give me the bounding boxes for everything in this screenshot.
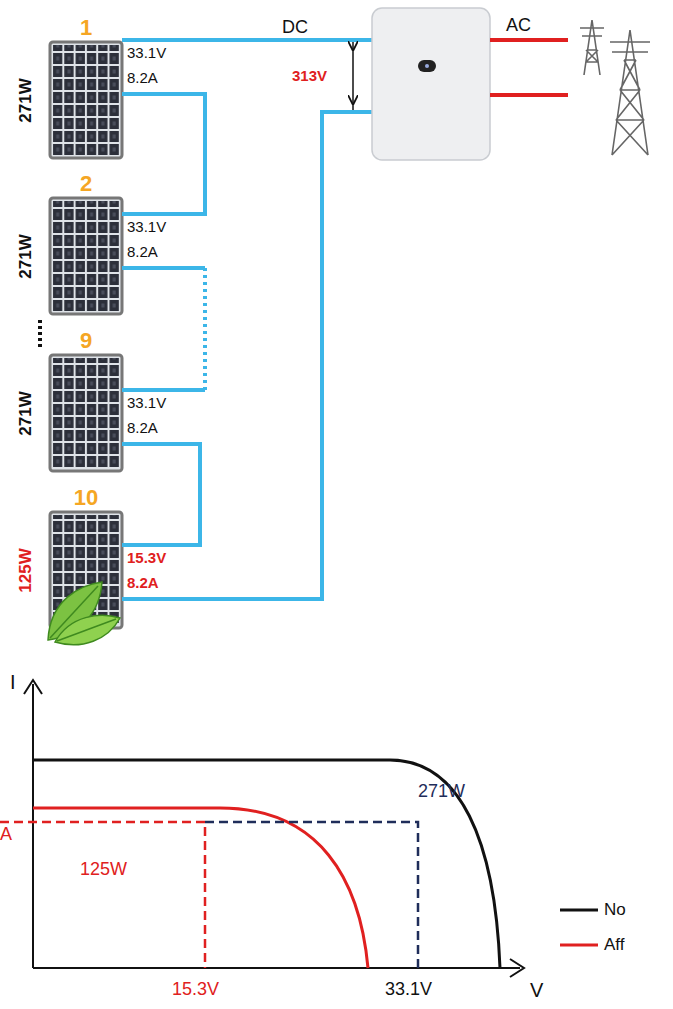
voltage-arrow [352,104,354,110]
ac-wire [490,93,568,97]
ac-wire [490,38,568,42]
normal-curve [33,760,500,968]
panel-power: 271W [17,391,34,435]
solar-panel [50,355,122,471]
solar-panel [50,42,122,158]
panel-power: 271W [17,234,34,278]
legend-text: No [604,901,626,918]
legend-line [560,944,598,947]
panel-node: 2 271W [10,168,122,316]
panel-node: 1 271W [10,12,122,160]
current-label: 8.2A [127,575,159,590]
axes [24,680,524,977]
current-value: A [0,825,12,843]
legend-text: Aff [604,936,624,953]
power-label: 271W [418,782,465,800]
axis-label: I [10,672,16,692]
power-label: 125W [80,860,127,878]
voltage-label: 33.1V [127,395,166,410]
dc-wire [122,38,375,42]
operating-point [205,822,418,968]
voltage-label: 33.1V [127,45,166,60]
panel-node: 9 271W [10,325,122,473]
ellipsis-dots [38,320,42,350]
panel-number: 9 [80,330,92,352]
legend-line [560,909,598,912]
panel-number: 2 [80,173,92,195]
current-label: 8.2A [127,70,158,85]
panel-number: 1 [80,17,92,39]
voltage-value: 15.3V [172,980,219,998]
current-label: 8.2A [127,420,158,435]
current-label: 8.2A [127,244,158,259]
string-voltage: 313V [292,68,327,83]
panel-node: 10 125W [10,482,122,630]
ac-label: AC [506,16,531,34]
series-wire [122,94,205,214]
voltage-arrow [352,50,354,104]
solar-panel [50,198,122,314]
voltage-value: 33.1V [385,980,432,998]
inverter [372,8,490,160]
panel-number: 10 [74,487,98,509]
operating-point [0,822,205,968]
panel-power: 125W [17,548,34,592]
series-wire [122,268,205,390]
dc-wire [122,112,375,599]
series-wire [122,444,200,545]
affected-curve [33,808,368,968]
voltage-arrow [352,42,354,50]
axis-label: V [530,980,543,1000]
panel-power: 271W [17,78,34,122]
dc-label: DC [282,18,308,36]
leaf-shading [48,582,120,645]
pylon [580,20,650,155]
voltage-label: 15.3V [127,550,166,565]
voltage-label: 33.1V [127,219,166,234]
